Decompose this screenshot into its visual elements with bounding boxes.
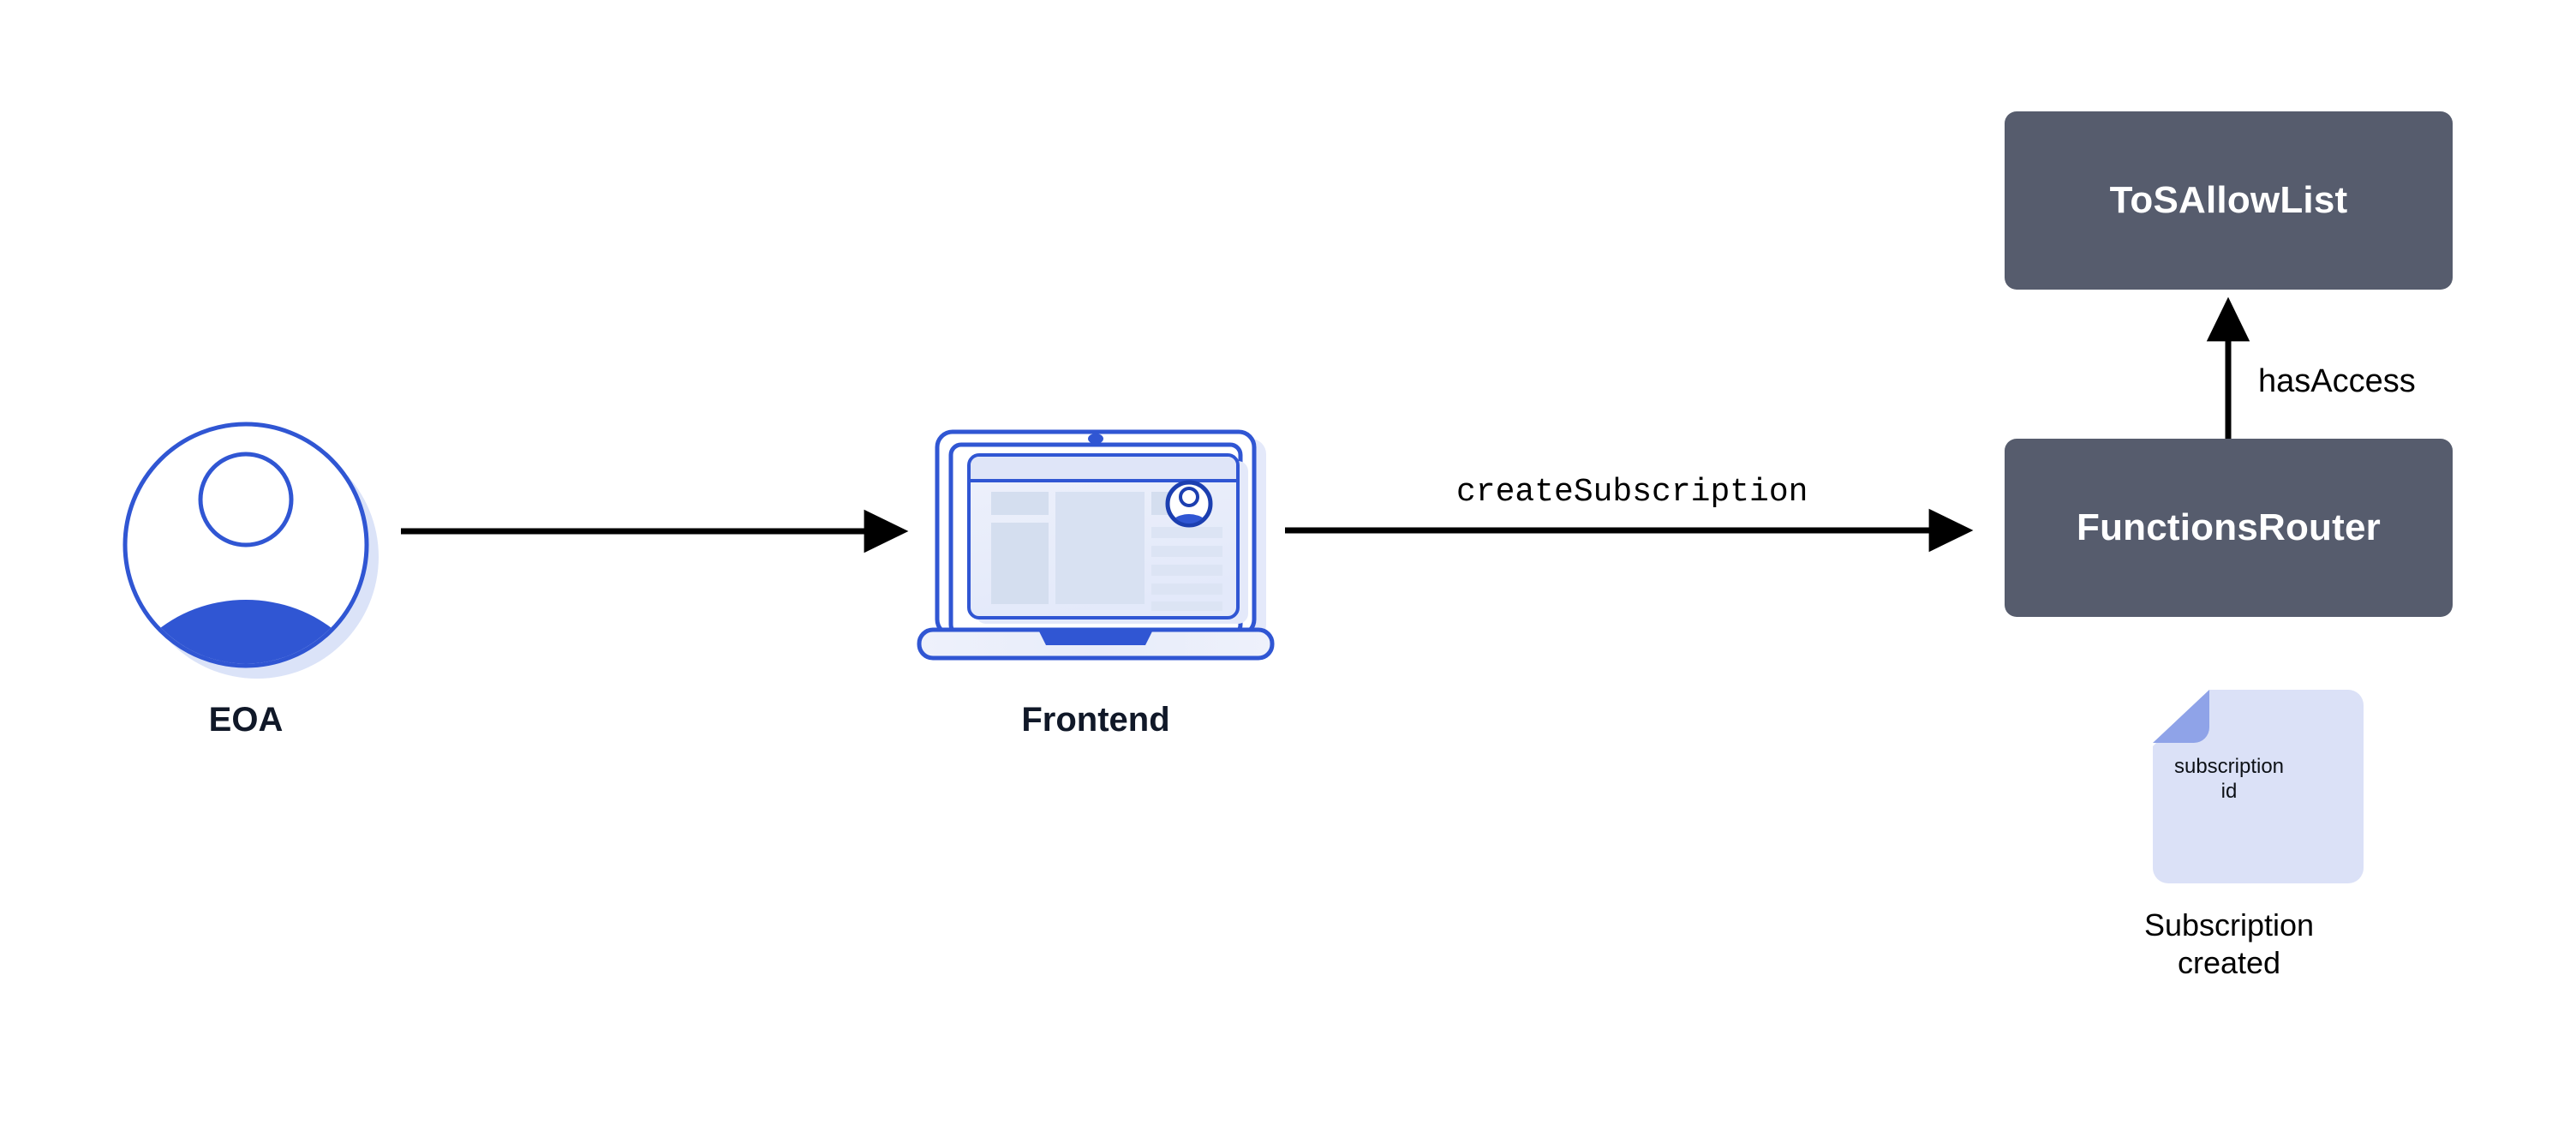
actor-label-frontend: Frontend — [1021, 701, 1170, 739]
document-inner-text: subscription id — [2143, 754, 2315, 805]
edge-label-create-subscription: createSubscription — [1456, 474, 1808, 511]
actor-label-eoa: EOA — [208, 701, 284, 739]
document-caption-line-1: Subscription — [2143, 907, 2315, 942]
laptop-icon — [917, 429, 1275, 661]
node-tos-allow-list[interactable]: ToSAllowList — [2005, 111, 2453, 290]
node-tos-allow-list-label: ToSAllowList — [2109, 179, 2348, 221]
document-caption: Subscription created — [2049, 907, 2409, 982]
node-functions-router-label: FunctionsRouter — [2077, 506, 2381, 548]
document-icon — [2153, 690, 2364, 883]
node-functions-router[interactable]: FunctionsRouter — [2005, 439, 2453, 617]
document-caption-line-2: created — [2177, 944, 2281, 980]
edge-label-has-access: hasAccess — [2258, 363, 2416, 399]
user-avatar-icon — [123, 422, 379, 679]
document-inner-line-2: id — [2220, 780, 2238, 804]
document-inner-line-1: subscription — [2173, 755, 2285, 778]
